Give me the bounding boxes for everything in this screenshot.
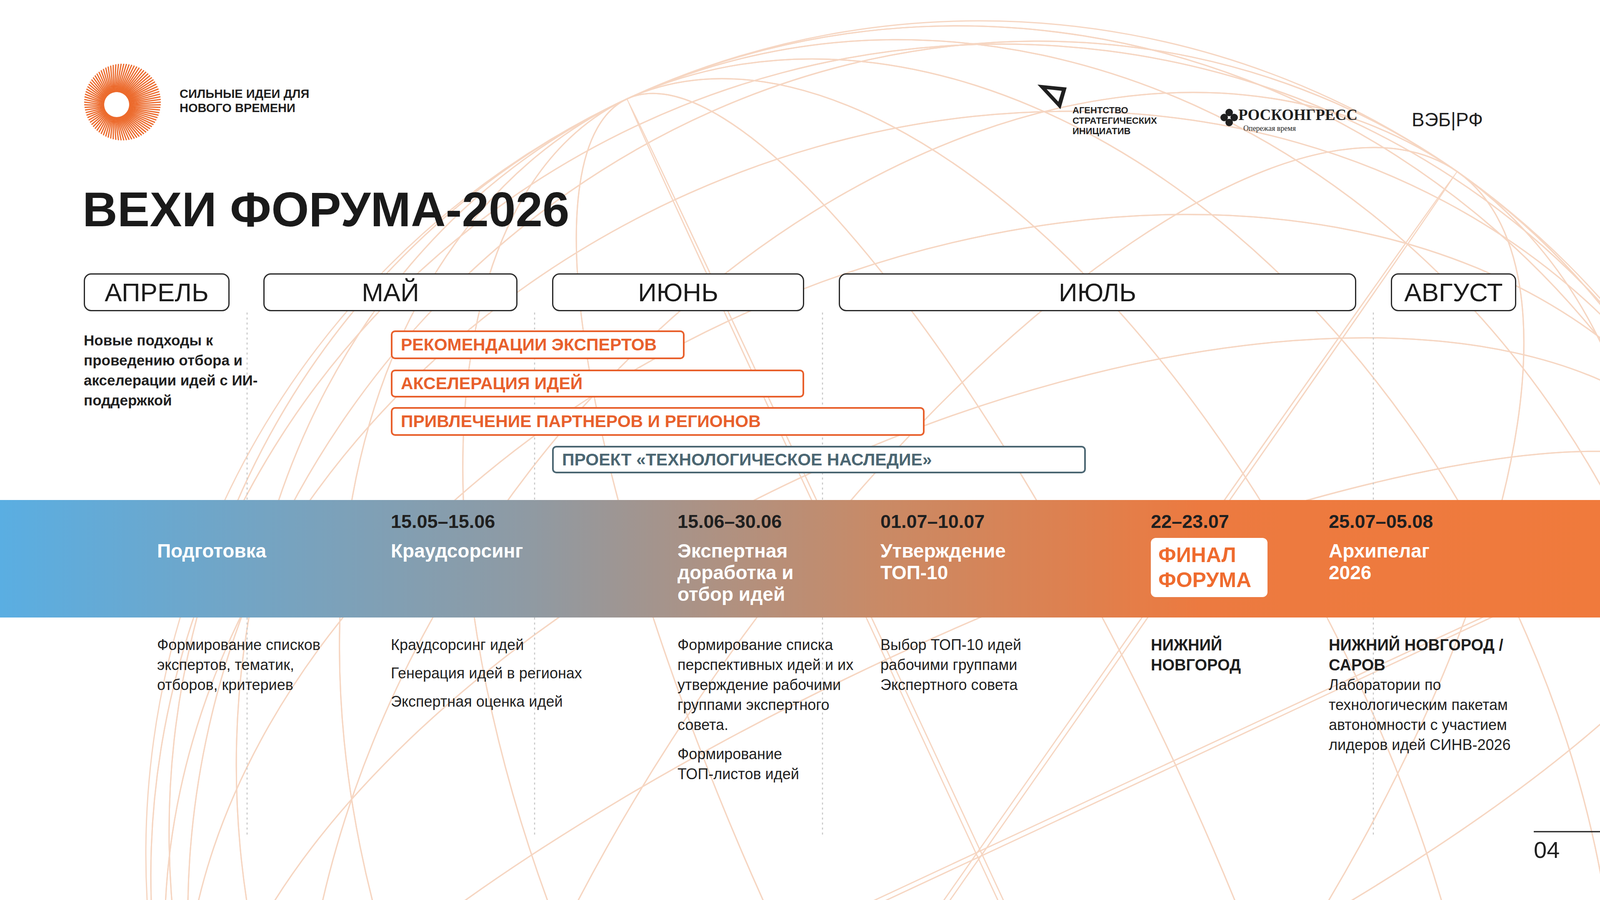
stage-description: Лаборатории по технологическим пакетам а… — [1328, 675, 1513, 755]
stage-name: Экспертная доработка и отбор идей — [677, 540, 836, 605]
final-badge: ФИНАЛ ФОРУМА — [1150, 537, 1268, 598]
venue-name: НИЖНИЙ НОВГОРОД / САРОВ — [1328, 635, 1525, 675]
phase-bar: ПРОЕКТ «ТЕХНОЛОГИЧЕСКОЕ НАСЛЕДИЕ» — [552, 445, 1086, 474]
sunburst-ray — [84, 106, 105, 108]
sunburst-ray — [110, 65, 113, 93]
page-number: 04 — [1533, 836, 1560, 864]
globe-line — [624, 97, 1334, 900]
timeline-band — [0, 500, 1600, 618]
sunburst-ray — [113, 65, 114, 93]
logo-text: СИЛЬНЫЕ ИДЕИ ДЛЯ НОВОГО ВРЕМЕНИ — [179, 86, 313, 115]
globe-line — [18, 0, 1600, 900]
sunburst-ray — [129, 99, 161, 104]
stage-description: Выбор ТОП-10 идей рабочими группами Эксп… — [880, 635, 1048, 695]
stage-name: Подготовка — [157, 540, 267, 562]
stage-date: 15.06–30.06 — [677, 510, 782, 533]
phase-bar: РЕКОМЕНДАЦИИ ЭКСПЕРТОВ — [390, 330, 685, 360]
month-box: АВГУСТ — [1390, 273, 1517, 312]
phase-name: РЕКОМЕНДАЦИИ ЭКСПЕРТОВ — [400, 335, 657, 355]
month-name: МАЙ — [361, 277, 420, 308]
note-text: Новые подходы к проведению отбора и аксе… — [83, 330, 268, 411]
partner-name: АГЕНТСТВО СТРАТЕГИЧЕСКИХ ИНИЦИАТИВ — [1072, 105, 1198, 137]
globe-line — [240, 0, 1600, 900]
page-rule — [1533, 831, 1600, 833]
stage-date: 15.05–15.06 — [390, 510, 495, 533]
globe-line — [222, 499, 1600, 900]
stage-name: Утверждение ТОП-10 — [880, 540, 1039, 584]
globe-line — [249, 0, 1600, 900]
globe-line — [240, 0, 1600, 900]
asi-logo — [1037, 84, 1067, 110]
venue-name: НИЖНИЙ НОВГОРОД — [1150, 635, 1260, 675]
stage-description: Экспертная оценка идей — [390, 691, 563, 712]
month-box: ИЮЛЬ — [838, 273, 1357, 312]
stage-date: 01.07–10.07 — [880, 510, 985, 533]
globe-line — [249, 0, 1600, 900]
stage-name: Архипелаг 2026 — [1328, 540, 1454, 584]
sunburst-ray — [126, 77, 153, 97]
sunburst-ray — [129, 104, 161, 106]
partner-name: ВЭБ|РФ — [1411, 109, 1483, 130]
stage-description: Формирование списка перспективных идей и… — [677, 635, 865, 735]
globe-line — [18, 0, 1600, 900]
logo-sunburst — [84, 63, 161, 141]
phase-name: АКСЕЛЕРАЦИЯ ИДЕЙ — [400, 373, 583, 394]
month-box: АПРЕЛЬ — [83, 273, 230, 312]
partner-slogan: Опережая время — [1243, 124, 1296, 133]
month-name: АПРЕЛЬ — [104, 277, 209, 308]
month-name: ИЮНЬ — [637, 277, 719, 308]
sunburst-ray — [84, 104, 105, 106]
roscongress-mark — [1220, 108, 1238, 127]
globe-line — [431, 7, 1528, 900]
stage-description: Генерация идей в регионах — [390, 663, 583, 684]
partner-name: РОСКОНГРЕСС — [1238, 106, 1358, 124]
stage-date: 25.07–05.08 — [1328, 510, 1433, 533]
month-box: МАЙ — [263, 273, 518, 312]
phase-name: ПРОЕКТ «ТЕХНОЛОГИЧЕСКОЕ НАСЛЕДИЕ» — [562, 450, 933, 470]
globe-line — [92, 0, 1600, 900]
stage-description: Формирование списков экспертов, тематик,… — [157, 635, 358, 695]
month-box: ИЮНЬ — [552, 273, 805, 312]
sunburst-ray — [114, 117, 116, 140]
phase-bar: ПРИВЛЕЧЕНИЕ ПАРТНЕРОВ И РЕГИОНОВ — [390, 407, 925, 436]
sunburst-ray — [113, 116, 114, 140]
stage-description: Формирование ТОП-листов идей — [677, 744, 815, 785]
stage-name: Краудсорсинг — [390, 540, 523, 562]
page-title: ВЕХИ ФОРУМА-2026 — [82, 183, 570, 237]
globe-line — [431, 7, 1528, 900]
phase-bar: АКСЕЛЕРАЦИЯ ИДЕЙ — [390, 369, 805, 398]
globe-line — [145, 20, 1600, 900]
globe-line — [92, 0, 1600, 900]
stage-date: 22–23.07 — [1150, 510, 1230, 533]
stage-description: Краудсорсинг идей — [390, 635, 524, 655]
phase-name: ПРИВЛЕЧЕНИЕ ПАРТНЕРОВ И РЕГИОНОВ — [400, 411, 761, 432]
month-name: АВГУСТ — [1404, 277, 1503, 308]
month-name: ИЮЛЬ — [1058, 277, 1137, 308]
final-text: ФИНАЛ ФОРУМА — [1158, 542, 1250, 593]
